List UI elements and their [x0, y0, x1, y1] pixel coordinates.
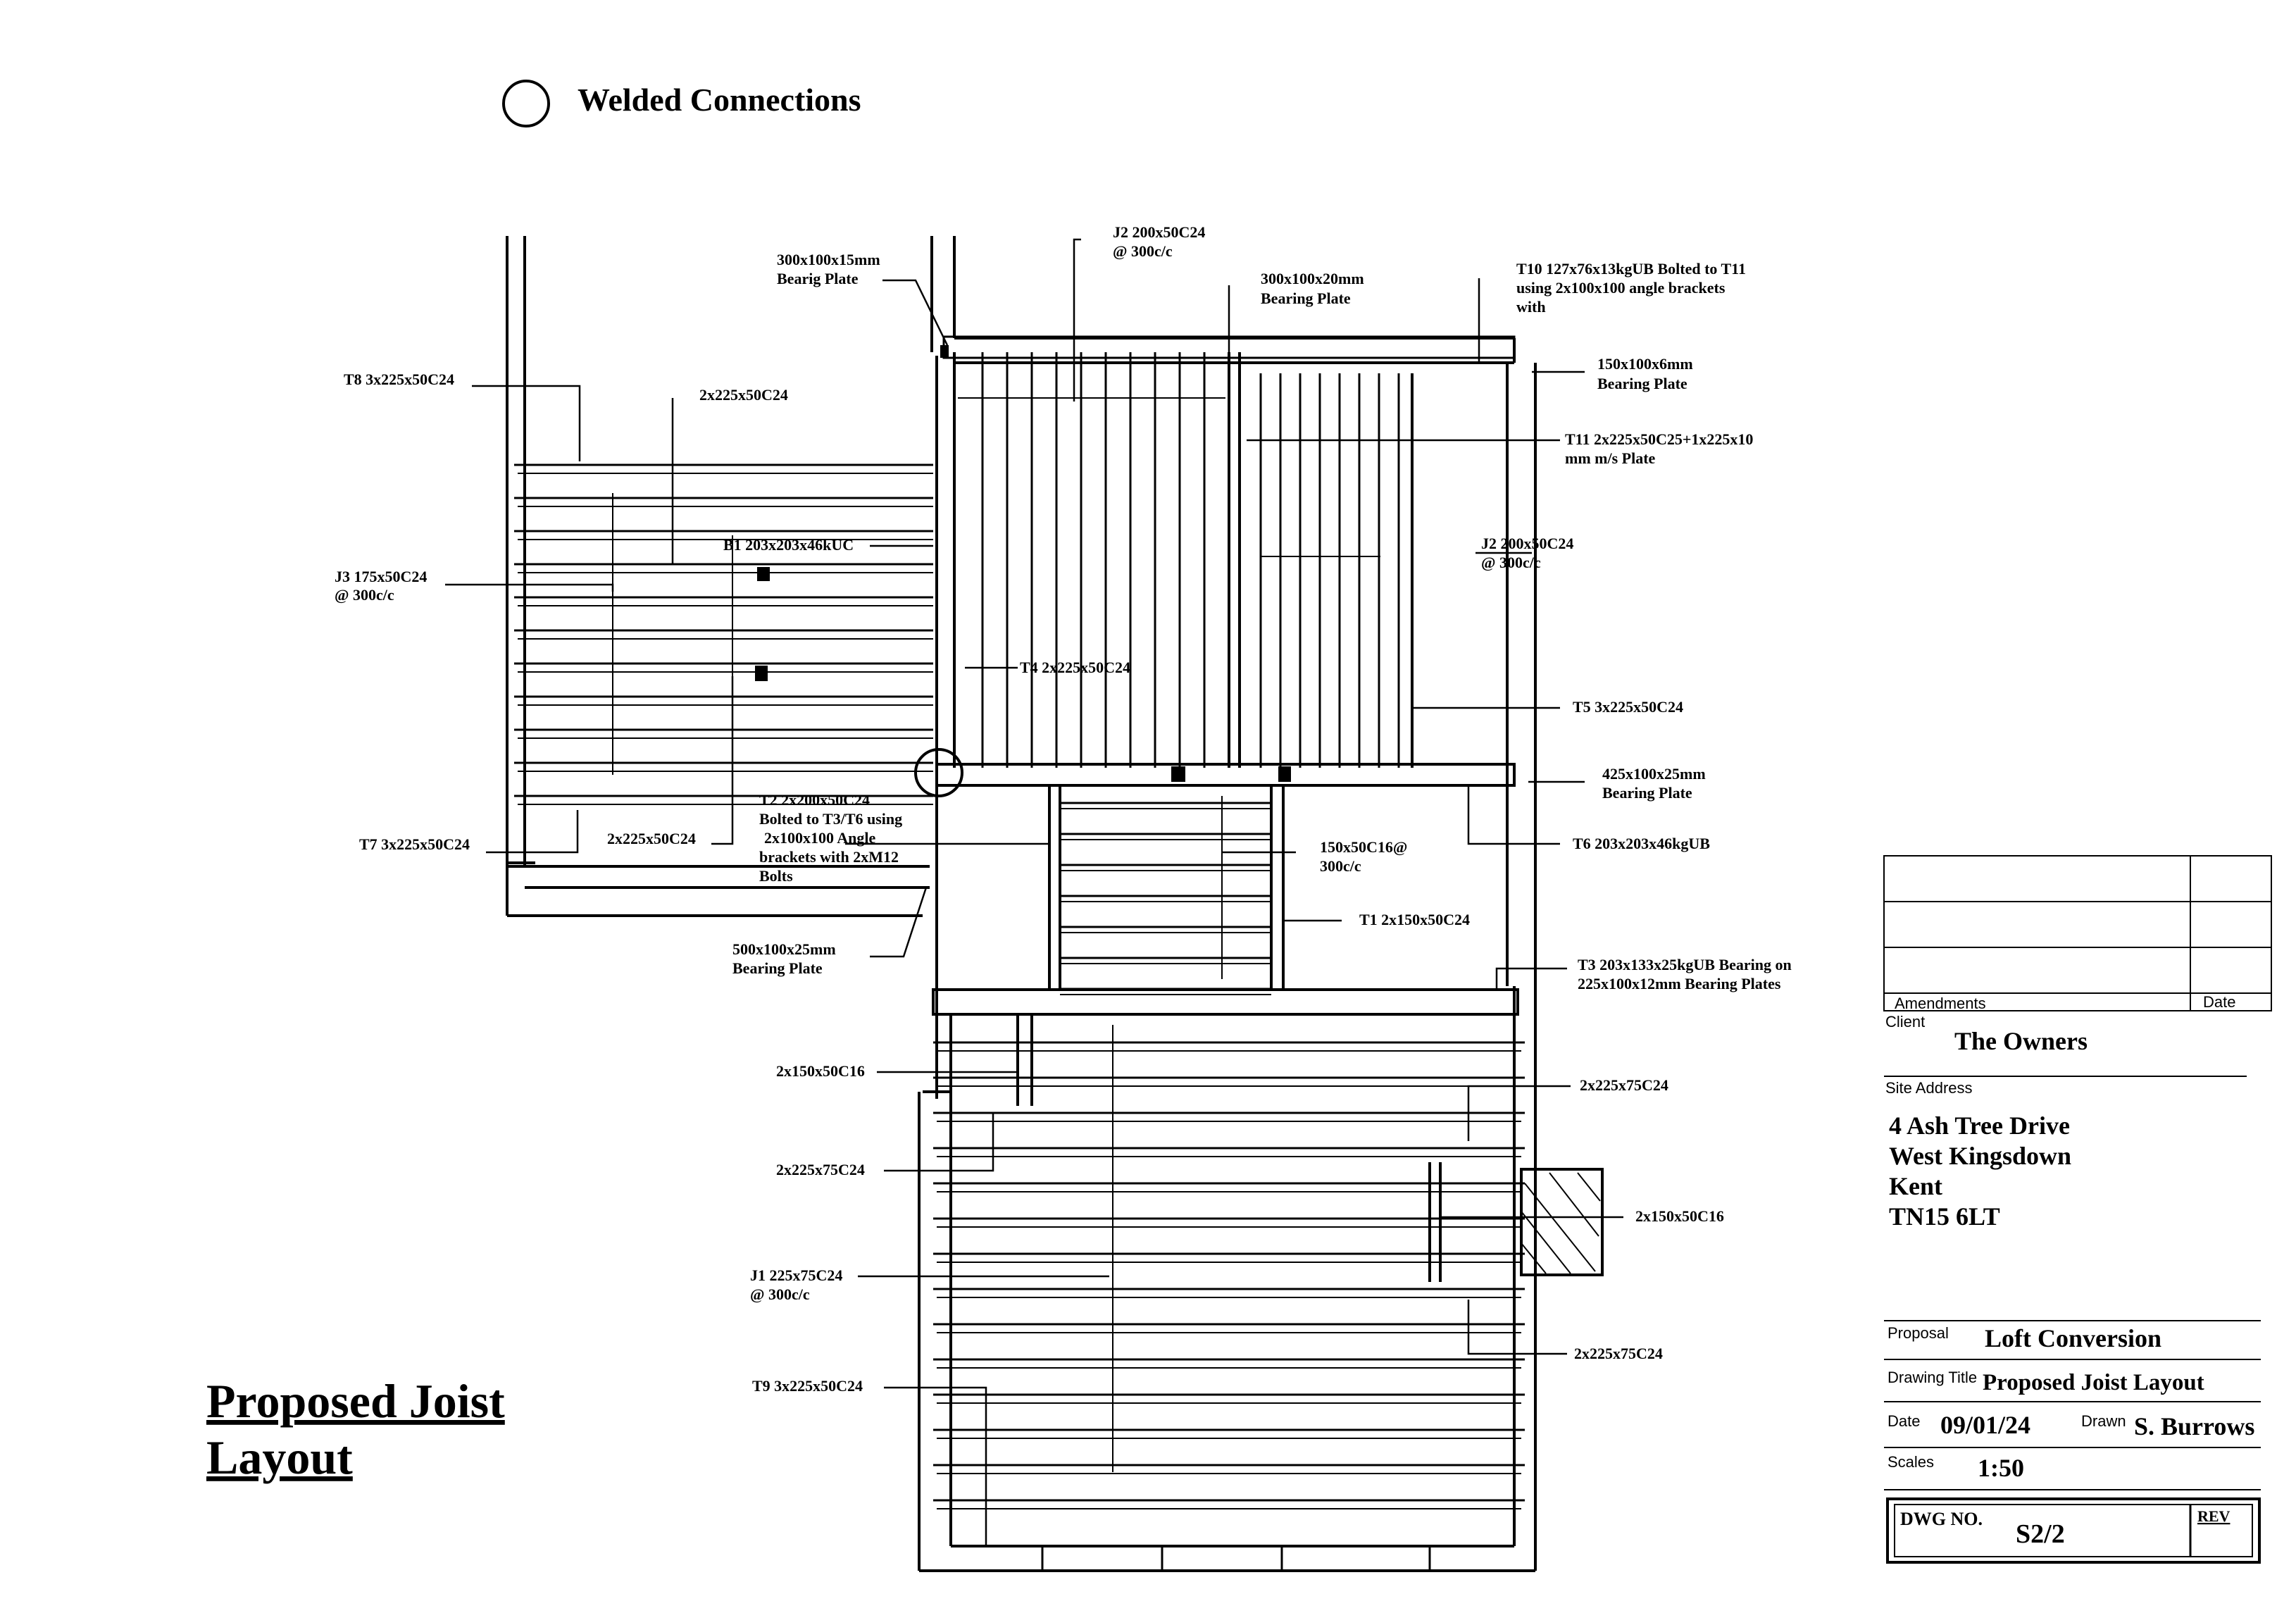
label-bearing-425x100x25-line2: Bearing Plate — [1602, 784, 1692, 802]
proposal-value: Loft Conversion — [1985, 1324, 2161, 1352]
trimmer-t1 — [1048, 785, 1285, 990]
label-j3-line2: @ 300c/c — [335, 586, 394, 604]
annotation-labels: T8 3x225x50C24 2x225x50C24 300x100x15mm … — [335, 223, 1792, 1395]
label-t2-line3: 2x100x100 Angle — [764, 829, 876, 847]
label-t1: T1 2x150x50C24 — [1359, 911, 1470, 928]
dwg-no-value: S2/2 — [2016, 1519, 2065, 1549]
joists-j2-right — [1259, 373, 1400, 768]
label-t6: T6 203x203x46kgUB — [1573, 835, 1710, 852]
label-2x150x50-right: 2x150x50C16 — [1635, 1207, 1724, 1225]
label-t9: T9 3x225x50C24 — [752, 1377, 863, 1395]
dwg-no-label: DWG NO. — [1900, 1509, 1983, 1529]
label-bearing-150x100x6-line1: 150x100x6mm — [1597, 355, 1693, 373]
welded-connection-marker-icon — [914, 748, 963, 797]
label-2x225x50-lower: 2x225x50C24 — [607, 830, 696, 847]
title-block: Amendments Date Client The Owners Site A… — [1883, 855, 2272, 1564]
client-value: The Owners — [1954, 1027, 2088, 1055]
rev-label: REV — [2197, 1507, 2231, 1525]
label-t7: T7 3x225x50C24 — [359, 835, 470, 853]
amendments-label: Amendments — [1895, 995, 1986, 1012]
address-line2: West Kingsdown — [1889, 1142, 2071, 1170]
annotation-leaders — [445, 238, 1623, 1546]
beam-t6 — [935, 763, 1516, 787]
label-t10-line3: with — [1516, 298, 1546, 316]
label-j150-line2: 300c/c — [1320, 857, 1361, 875]
amendments-date-label: Date — [2203, 993, 2235, 1011]
label-bearing-300x100x15-line2: Bearig Plate — [777, 270, 859, 287]
label-t2-line5: Bolts — [759, 867, 793, 885]
label-bearing-300x100x20-line1: 300x100x20mm — [1261, 270, 1364, 287]
structural-plan — [506, 236, 1604, 1572]
joists-150x50 — [1060, 796, 1271, 995]
date-value: 09/01/24 — [1940, 1411, 2030, 1439]
welded-connections-legend: Welded Connections — [502, 80, 861, 127]
client-label: Client — [1885, 1013, 1925, 1030]
label-t5: T5 3x225x50C24 — [1573, 698, 1683, 716]
label-bearing-425x100x25-line1: 425x100x25mm — [1602, 765, 1706, 783]
label-t2-line1: T2 2x200x50C24 — [759, 791, 870, 809]
label-j2-right-line2: @ 300c/c — [1481, 554, 1541, 571]
label-j1-line1: J1 225x75C24 — [750, 1266, 842, 1284]
label-j2-top-line1: J2 200x50C24 — [1113, 223, 1205, 241]
label-j1-line2: @ 300c/c — [750, 1285, 810, 1303]
drawing-title-line1: Proposed Joist — [206, 1374, 505, 1428]
label-t4: T4 2x225x50C24 — [1020, 659, 1130, 676]
label-bearing-500x100x25-line1: 500x100x25mm — [732, 940, 836, 958]
drawing-title-value: Proposed Joist Layout — [1983, 1370, 2204, 1395]
beam-t3 — [932, 988, 1519, 1016]
label-t8: T8 3x225x50C24 — [344, 370, 454, 388]
drawing-title-line2: Layout — [206, 1431, 353, 1484]
label-j3-line1: J3 175x50C24 — [335, 568, 427, 585]
drawing-title: Proposed Joist Layout — [206, 1374, 505, 1484]
trimmer-t4 — [1228, 352, 1241, 768]
label-t2-line4: brackets with 2xM12 — [759, 848, 899, 866]
label-j2-top-line2: @ 300c/c — [1113, 242, 1173, 260]
label-2x225x50-upper: 2x225x50C24 — [699, 386, 788, 404]
label-t3-line2: 225x100x12mm Bearing Plates — [1578, 975, 1781, 992]
joists-j2-left — [958, 352, 1225, 768]
label-t3-line1: T3 203x133x25kgUB Bearing on — [1578, 956, 1792, 973]
address-line4: TN15 6LT — [1889, 1202, 2000, 1231]
label-2x225x75-right-top: 2x225x75C24 — [1580, 1076, 1668, 1094]
drawing-title-label: Drawing Title — [1888, 1369, 1977, 1386]
hatched-chimney-breast — [1520, 1168, 1604, 1276]
label-t11-line1: T11 2x225x50C25+1x225x10 — [1565, 430, 1753, 448]
joists-j3 — [514, 463, 933, 810]
opening-lower-left — [1016, 1014, 1442, 1282]
address-line1: 4 Ash Tree Drive — [1889, 1111, 2070, 1140]
site-address-label: Site Address — [1885, 1079, 1973, 1097]
label-j2-right-line1: J2 200x50C24 — [1481, 535, 1573, 552]
label-2x150x50-left: 2x150x50C16 — [776, 1062, 865, 1080]
label-bearing-300x100x15-line1: 300x100x15mm — [777, 251, 880, 268]
drawn-label: Drawn — [2081, 1412, 2126, 1430]
proposal-label: Proposal — [1888, 1324, 1949, 1342]
label-b1: B1 203x203x46kUC — [723, 536, 854, 554]
label-bearing-150x100x6-line2: Bearing Plate — [1597, 375, 1687, 392]
joists-j1 — [933, 1025, 1525, 1509]
welded-connection-symbol-icon — [502, 80, 550, 127]
drawn-value: S. Burrows — [2134, 1412, 2254, 1440]
scales-label: Scales — [1888, 1453, 1934, 1471]
scales-value: 1:50 — [1978, 1454, 2024, 1482]
label-t10-line1: T10 127x76x13kgUB Bolted to T11 — [1516, 260, 1746, 278]
label-2x225x75-right-bottom: 2x225x75C24 — [1574, 1345, 1663, 1362]
address-line3: Kent — [1889, 1172, 1942, 1200]
wall-outlines — [506, 236, 1537, 1572]
welded-connections-label: Welded Connections — [578, 82, 861, 118]
label-j150-line1: 150x50C16@ — [1320, 838, 1407, 856]
label-t2-line2: Bolted to T3/T6 using — [759, 810, 902, 828]
label-t10-line2: using 2x100x100 angle brackets — [1516, 279, 1726, 297]
label-bearing-300x100x20-line2: Bearing Plate — [1261, 289, 1351, 307]
label-t11-line2: mm m/s Plate — [1565, 449, 1656, 467]
label-2x225x75-left: 2x225x75C24 — [776, 1161, 865, 1178]
date-label: Date — [1888, 1412, 1920, 1430]
bearing-blocks — [755, 345, 1291, 782]
bottom-wall-openings — [1041, 1546, 1431, 1571]
label-bearing-500x100x25-line2: Bearing Plate — [732, 959, 823, 977]
